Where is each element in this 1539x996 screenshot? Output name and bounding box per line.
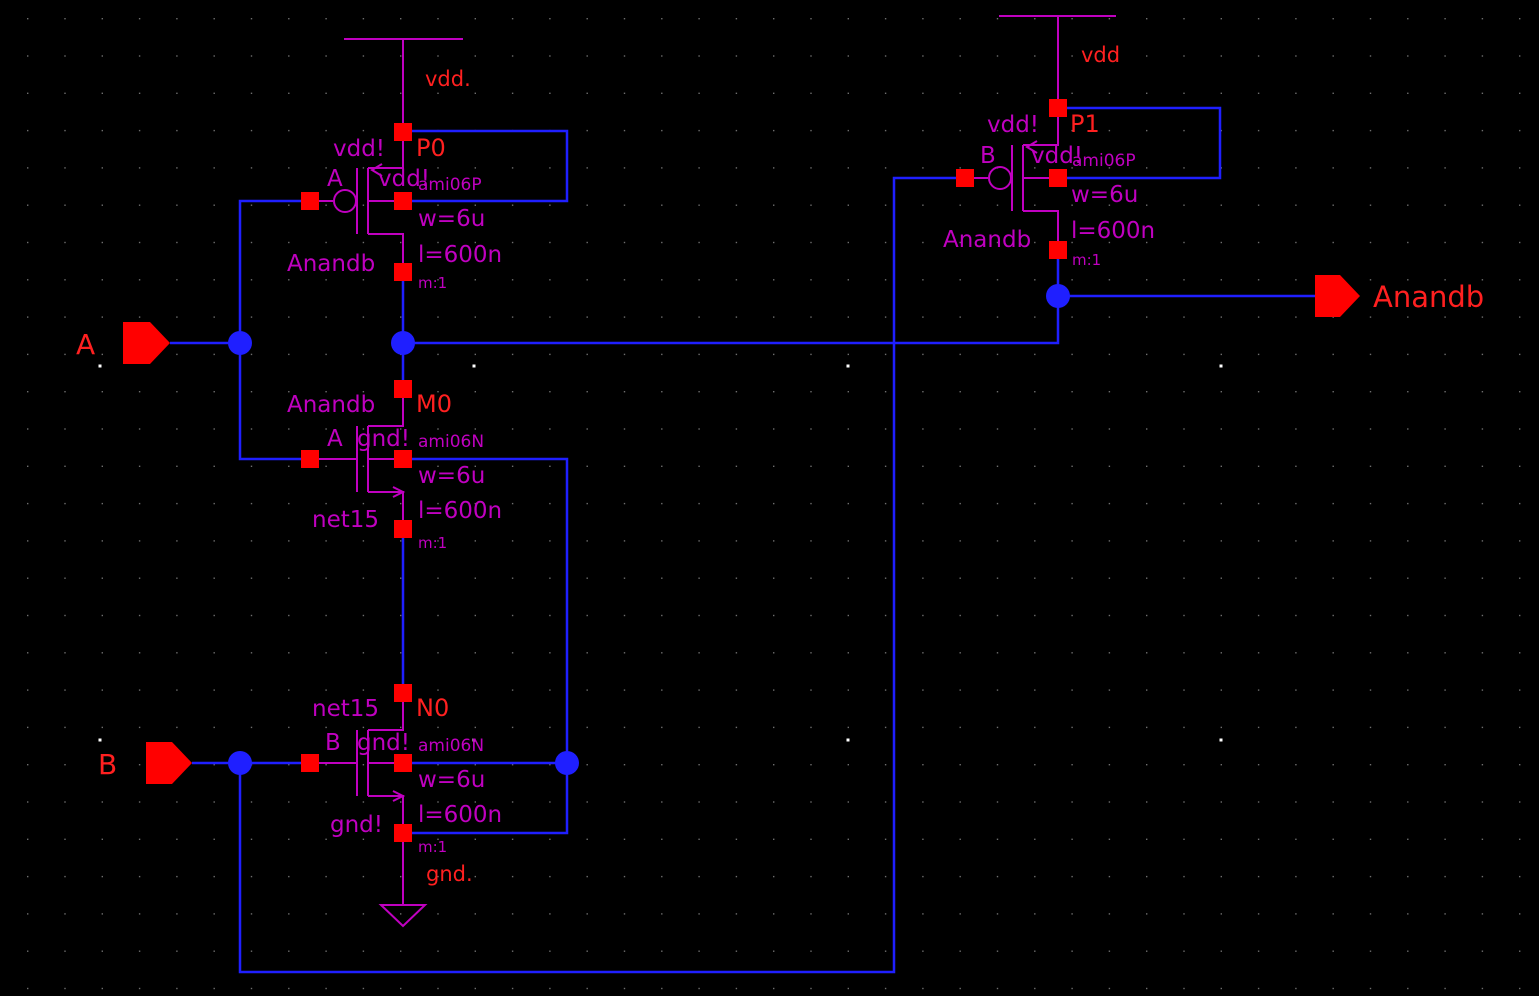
p0-instance-name: P0: [416, 134, 446, 162]
p1-bulk-label: vdd!: [987, 112, 1039, 138]
p0-width: w=6u: [418, 206, 485, 232]
wire-p1-bulk: [1058, 106, 1222, 180]
p0-drain-pin: [394, 263, 412, 281]
nmos-n0-symbol: [318, 701, 406, 824]
m0-drain-label: Anandb: [287, 392, 375, 418]
p1-gate-pin: [956, 169, 974, 187]
n0-drain-label: net15: [312, 696, 379, 722]
m0-multiplier: m:1: [418, 534, 447, 552]
wire-net-a-up: [238, 199, 310, 343]
m0-source-pin: [394, 520, 412, 538]
input-a-label: A: [76, 328, 95, 361]
p1-model: ami06P: [1072, 151, 1136, 171]
p0-gate-pin: [301, 192, 319, 210]
input-a-port[interactable]: [123, 322, 170, 364]
junctions: [228, 284, 1070, 775]
m0-drain-pin: [394, 380, 412, 398]
pmos-p1-symbol: [972, 117, 1059, 241]
m0-bulk-pin: [394, 450, 412, 468]
output-anandb-label: Anandb: [1373, 280, 1484, 314]
m0-gate-label: A: [327, 426, 343, 452]
m0-gate-pin: [301, 450, 319, 468]
p0-gate-label: A: [327, 166, 343, 192]
n0-gate-pin: [301, 754, 319, 772]
p1-length: l=600n: [1071, 218, 1155, 244]
n0-bulk-label: gnd!: [357, 730, 410, 756]
m0-source-label: net15: [312, 507, 379, 533]
m0-model: ami06N: [418, 432, 484, 452]
wire-n0-source: [403, 763, 569, 835]
gnd-label: gnd.: [426, 862, 473, 886]
p1-instance-name: P1: [1070, 110, 1100, 138]
gnd-symbol: [378, 842, 428, 928]
symbols: [318, 15, 1116, 928]
n0-source-label: gnd!: [330, 812, 383, 838]
input-b-port[interactable]: [146, 742, 192, 784]
wire-m0-bulk: [403, 457, 569, 763]
pmos-p0-symbol: [318, 140, 404, 263]
n0-multiplier: m:1: [418, 838, 447, 856]
m0-width: w=6u: [418, 463, 485, 489]
n0-length: l=600n: [418, 802, 502, 828]
n0-model: ami06N: [418, 736, 484, 756]
m0-length: l=600n: [418, 498, 502, 524]
io-ports[interactable]: [123, 275, 1360, 784]
p0-source-pin: [394, 123, 412, 141]
p0-model: ami06P: [418, 175, 482, 195]
n0-bulk-pin: [394, 754, 412, 772]
vdd-right-label: vdd: [1081, 43, 1120, 67]
n0-width: w=6u: [418, 767, 485, 793]
input-b-label: B: [98, 748, 117, 781]
grid: [27, 18, 1521, 990]
m0-bulk-label: gnd!: [357, 426, 410, 452]
vdd-left-label: vdd.: [425, 67, 471, 91]
p0-bulk-label-inner: vdd!: [378, 166, 430, 192]
n0-instance-name: N0: [416, 694, 449, 722]
junction-anandb-right: [1046, 284, 1070, 308]
n0-drain-pin: [394, 684, 412, 702]
terminal-pins: [301, 99, 1067, 842]
n0-gate-label: B: [325, 730, 341, 756]
labels: vdd. vdd gnd. P0 vdd! vdd! A ami06P w=6u…: [76, 43, 1484, 886]
junction-anandb-left: [391, 331, 415, 355]
wire-net-anandb: [403, 296, 1060, 345]
p0-bulk-label: vdd!: [333, 136, 385, 162]
p1-bulk-label-inner: vdd!: [1031, 143, 1083, 169]
p0-drain-label: Anandb: [287, 251, 375, 277]
p0-length: l=600n: [418, 242, 502, 268]
m0-instance-name: M0: [416, 390, 452, 418]
n0-source-pin: [394, 824, 412, 842]
p0-multiplier: m:1: [418, 274, 447, 292]
p1-multiplier: m:1: [1072, 251, 1101, 269]
junction-gnd-body: [555, 751, 579, 775]
output-anandb-port[interactable]: [1315, 275, 1360, 317]
p1-gate-label: B: [980, 143, 996, 169]
p0-bulk-pin: [394, 192, 412, 210]
wire-net-b-route: [238, 176, 964, 974]
junction-a: [228, 331, 252, 355]
p1-width: w=6u: [1071, 182, 1138, 208]
wire-net-a-down: [238, 343, 310, 461]
p1-source-pin: [1049, 99, 1067, 117]
p1-drain-label: Anandb: [943, 227, 1031, 253]
wire-p0-bulk: [403, 129, 569, 203]
junction-b: [228, 751, 252, 775]
nmos-m0-symbol: [318, 397, 406, 520]
p1-drain-pin: [1049, 241, 1067, 259]
p1-bulk-pin: [1049, 169, 1067, 187]
